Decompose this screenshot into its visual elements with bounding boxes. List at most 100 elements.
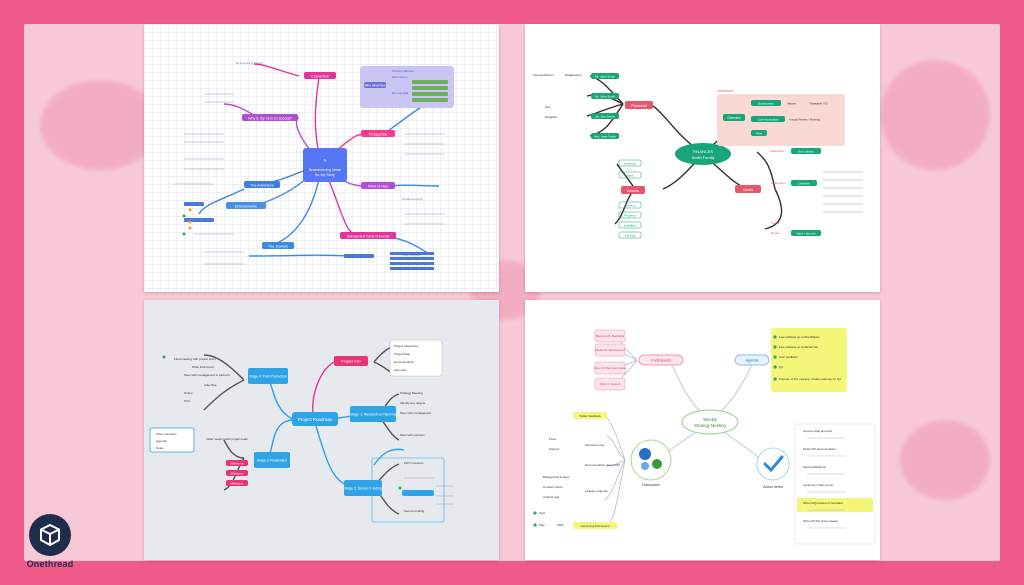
branch-label: Goals [743, 187, 753, 192]
mindmap-meeting: Weekly Strategy Meeting Participants Ray… [533, 328, 876, 545]
brand-name: Onethread [26, 559, 74, 569]
agenda-item: Purpose of this meeting: Create roadmap … [779, 377, 841, 381]
action-list [794, 423, 876, 545]
branch-participants[interactable] [638, 354, 684, 366]
node-text: Savings [625, 234, 636, 238]
note-box [360, 66, 454, 108]
central-label: Project Roadmap [298, 417, 332, 422]
node-text: Summary [394, 368, 407, 372]
node-text: Secure funding [404, 509, 425, 513]
branch-personal[interactable] [625, 101, 653, 109]
branch-environments[interactable] [226, 202, 266, 209]
node-text: Strategy Meeting [400, 391, 423, 395]
milestone-tag: Milestone [231, 461, 244, 465]
participant: Jason R. Web team leader [593, 366, 626, 370]
branch-label: Stage 1: Research & Planning [350, 413, 396, 417]
branch-stage-4[interactable] [248, 368, 288, 384]
svg-text:✎: ✎ [323, 158, 326, 163]
node-text: Project Objectives [394, 344, 419, 348]
branch-label: Personal [631, 103, 647, 108]
branch-hero[interactable] [242, 114, 298, 121]
branch-stage-2[interactable] [344, 480, 382, 496]
central-topic[interactable] [681, 409, 739, 435]
branch-label: Environments [235, 205, 257, 209]
branch-assets[interactable] [621, 186, 645, 194]
node-text: Files [756, 132, 763, 136]
branch-label: The Adventure [250, 184, 273, 188]
branch-label: Stage 3: Realization [257, 459, 287, 463]
node-text: House [771, 231, 780, 235]
branch-goals[interactable] [735, 185, 761, 193]
node-text: Son [545, 105, 551, 109]
node-text: Communication [758, 118, 779, 122]
node-text: Mr. Son Smith [596, 115, 615, 119]
node-text: Notes [156, 446, 164, 450]
branch-label: Action Items [763, 485, 783, 489]
action-item: Write HP iOS press release [803, 519, 839, 523]
branch-label: Project Info [341, 360, 360, 364]
backdrop-blot [880, 60, 990, 170]
node-text: Team members [156, 432, 177, 436]
branch-label: Characters [311, 75, 329, 79]
branch-project-info[interactable] [334, 356, 368, 366]
branch-stage-3[interactable] [254, 452, 290, 468]
node-text: Advertise [204, 383, 217, 387]
node-text: Identify key targets [400, 401, 426, 405]
central-line-2: Smith Family [691, 155, 714, 160]
node-text: Initial meeting with project team [206, 437, 249, 441]
mindmap-finances: FINANCES Smith Family Personal Assets Go… [533, 73, 863, 239]
discussion-item: Android app [543, 495, 560, 499]
milestone-tag: Milestone [231, 481, 244, 485]
central-line-1: Weekly [703, 417, 718, 422]
node-text: Charities [798, 182, 810, 186]
mindmap-story-card: ✎ Brainstorming Ideas for My Story Chara… [144, 24, 499, 292]
participant: Raymond B. Marketing [596, 334, 625, 338]
node-text: Pitch investors [404, 461, 424, 465]
node-text: Timetable / ID [809, 102, 828, 106]
mindmap-finances-card: FINANCES Smith Family Personal Assets Go… [525, 24, 880, 292]
node-text: Mr. John Smith [595, 95, 615, 99]
node-text: Inventory [624, 162, 637, 166]
milestone-tag: Milestone [231, 471, 244, 475]
branch-label: Discussion [642, 483, 659, 487]
mindmap-roadmap-card: Project Roadmap Project Info Stage 1: Re… [144, 300, 499, 560]
branch-label: Stage 2: Secure Funding [344, 487, 382, 491]
node-text: Online [184, 391, 193, 395]
branch-protagonist[interactable] [361, 130, 395, 137]
branch-stage-1[interactable] [350, 406, 396, 422]
central-topic[interactable] [292, 412, 338, 426]
branch-label: Stage 4: Post Production [249, 375, 287, 379]
backdrop-blot [40, 80, 160, 170]
overview-tag[interactable] [723, 114, 745, 121]
central-topic[interactable] [303, 148, 347, 182]
branch-label: Assets [627, 188, 639, 193]
discussion-item: May [539, 523, 545, 527]
discussion-item: Documentation issues [585, 463, 615, 467]
branch-agenda[interactable] [734, 354, 770, 366]
note-text: Be essential [392, 91, 409, 95]
discussion-item: Upcoming iOS launch [580, 524, 609, 528]
node-text: Save / deposit [796, 232, 815, 236]
leaf-text: Reveal everything [402, 197, 423, 201]
node-text: Write final report [192, 365, 214, 369]
branch-turns[interactable] [340, 232, 396, 239]
participant: Sandra W. Development [595, 348, 626, 352]
discussion-item: SMS [557, 523, 564, 527]
overview-label: Overview [727, 116, 741, 120]
gears-icon [630, 439, 672, 481]
backdrop-blot [900, 420, 990, 500]
discussion-item: Feature requests [585, 489, 608, 493]
branch-journey[interactable] [262, 242, 294, 249]
discussion-item: Background images [543, 475, 570, 479]
branch-label: Why is my hero so special? [248, 117, 292, 121]
central-topic[interactable] [675, 143, 731, 165]
branch-label: Participants [651, 359, 671, 363]
branch-characters[interactable] [304, 72, 336, 79]
discussion-item: April [539, 511, 545, 515]
mindmap-roadmap: Project Roadmap Project Info Stage 1: Re… [149, 339, 454, 523]
branch-adventure[interactable] [244, 181, 280, 188]
node-text: Annual Review / Meeting [789, 118, 820, 122]
branch-pov[interactable] [361, 182, 395, 189]
central-line-2: Strategy Meeting [694, 423, 726, 428]
